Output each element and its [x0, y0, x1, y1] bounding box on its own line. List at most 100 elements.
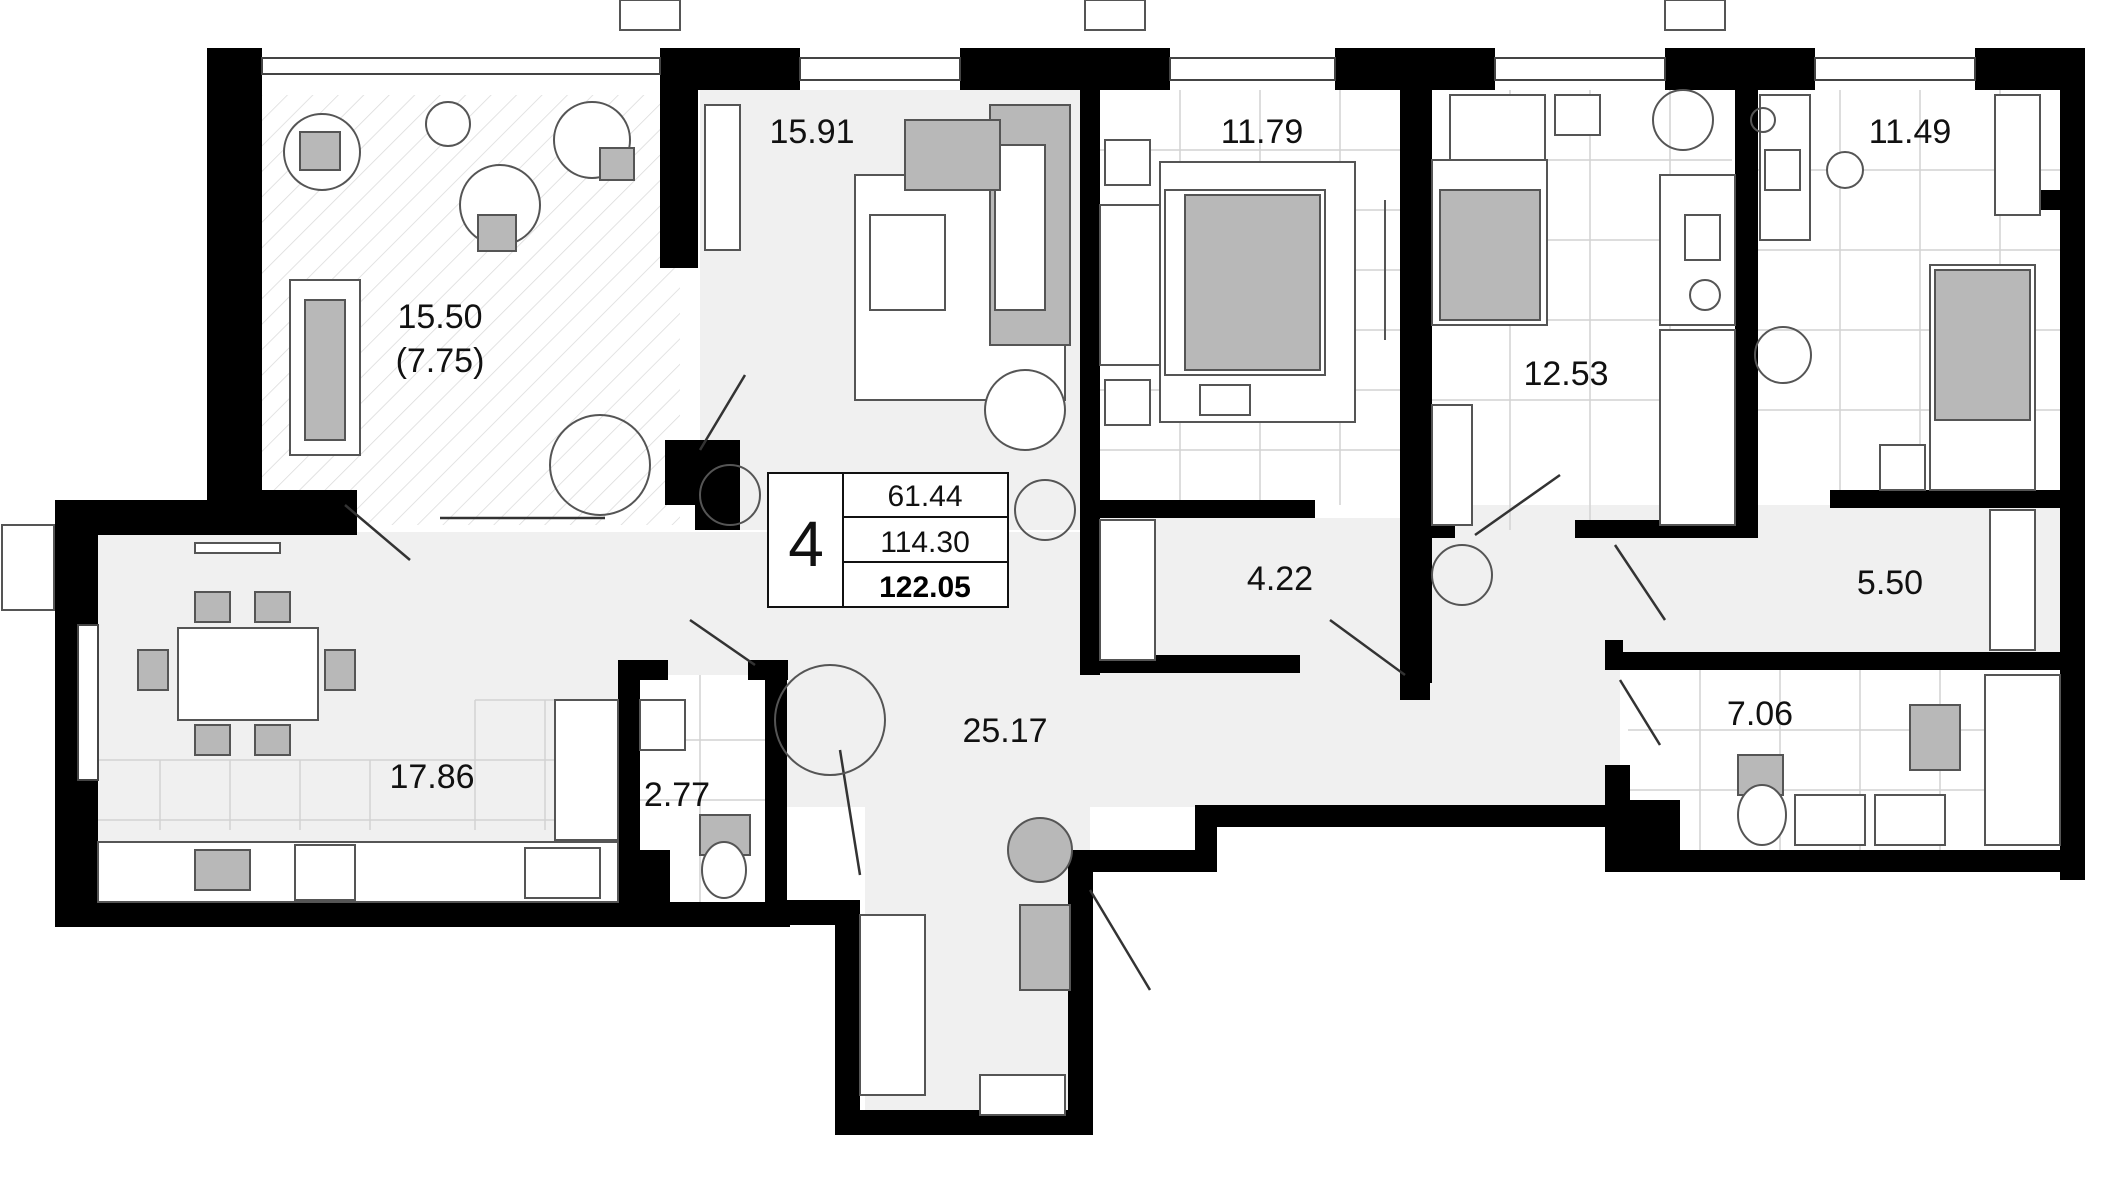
wall-bath-bottom: [1605, 850, 2085, 872]
room-area-hall: 25.17: [962, 712, 1047, 750]
window-outline-3: [1664, 0, 1726, 31]
wardrobe-icon: [1099, 519, 1156, 661]
door-kitchen: [689, 618, 756, 667]
area-summary: 4 61.44 114.30 122.05: [767, 472, 1009, 608]
kitchen-sink-icon: [524, 847, 601, 899]
room-area-kitchen: 17.86: [389, 758, 474, 796]
wall-closet2-left: [1605, 640, 1623, 670]
cutting-board-icon: [194, 849, 251, 891]
window-outline-4: [1, 524, 55, 611]
living-area: 61.44: [887, 480, 962, 513]
room-area-closet-2: 5.50: [1857, 564, 1923, 602]
treadmill-belt-icon: [304, 299, 346, 441]
wall-corridor-left: [835, 900, 860, 1135]
window-bed3: [1814, 57, 1976, 81]
window-bed1: [1169, 57, 1336, 81]
cushion-icon: [477, 214, 517, 252]
wall-bed1-bed2-lower: [1400, 640, 1430, 700]
total-area-with-balcony: 122.05: [879, 571, 971, 604]
cushion-icon: [599, 147, 635, 181]
wall-kitchen-bottom: [55, 902, 790, 927]
dining-chair-icon: [194, 591, 231, 623]
shelf-icon: [1431, 404, 1473, 526]
door-bath: [1618, 679, 1662, 746]
sofa-back-icon: [904, 119, 1001, 191]
wall-bed1-bed2: [1400, 48, 1432, 683]
wall-bath-column: [1625, 800, 1680, 850]
plant-icon: [699, 464, 761, 526]
bench-icon: [1019, 904, 1071, 991]
door-entrance: [1088, 889, 1152, 991]
window-outline-2: [1084, 0, 1146, 31]
bed-cover-icon: [1934, 269, 2031, 421]
door-bed2: [1474, 473, 1561, 537]
wall-right-step: [2035, 190, 2085, 210]
sink-icon: [1874, 794, 1946, 846]
plants: [549, 89, 1812, 776]
wall-living-bed1: [1080, 90, 1100, 675]
nightstand-icon: [1104, 139, 1151, 186]
wall-column: [665, 440, 695, 505]
wall-bed2-bed3: [1735, 48, 1758, 538]
fridge-icon: [554, 699, 619, 841]
plant-icon: [1754, 326, 1812, 384]
windows: [1, 0, 1976, 781]
wall-wc-left: [618, 660, 640, 905]
door-closet1: [1329, 618, 1406, 677]
door-closet2: [1613, 544, 1667, 621]
armchair-icon: [984, 369, 1066, 451]
slippers-icon: [1199, 384, 1251, 416]
dining-chair-icon: [194, 724, 231, 756]
room-area-wc: 2.77: [644, 776, 710, 814]
room-area-bathroom: 7.06: [1727, 695, 1793, 733]
tv-stand-icon: [704, 104, 741, 251]
plant-icon: [1689, 279, 1721, 311]
summary-box: [767, 472, 1009, 608]
wall-wc-inner: [630, 850, 670, 905]
wardrobe-icon: [1989, 509, 2036, 651]
plant-icon: [1652, 89, 1714, 151]
wall-hall-right-step3: [1090, 850, 1217, 872]
total-area: 114.30: [880, 526, 970, 559]
sofa-seat-icon: [994, 144, 1046, 311]
dining-chair-icon: [324, 649, 356, 691]
room-area-bedroom-2: 12.53: [1523, 355, 1608, 393]
wall-closet1-top: [1080, 500, 1315, 518]
doormat-icon: [979, 1074, 1066, 1116]
toilet-bowl-icon: [701, 841, 747, 899]
plant-icon: [1750, 107, 1776, 133]
wc-sink-icon: [639, 699, 686, 751]
table-icon: [425, 101, 471, 147]
dining-chair-icon: [254, 724, 291, 756]
wall-balcony-left: [207, 48, 262, 498]
plant-icon: [774, 664, 886, 776]
dining-table-icon: [177, 627, 319, 721]
window-bed2: [1494, 57, 1666, 81]
chair-icon: [1826, 151, 1864, 189]
bookshelf-icon: [1659, 329, 1736, 526]
pillow-icon: [1449, 94, 1546, 161]
window-balcony: [261, 57, 661, 75]
bathtub-icon: [1984, 674, 2061, 846]
doors: [344, 374, 1667, 991]
wall-wc-top-left: [618, 660, 668, 680]
laptop-icon: [1684, 214, 1721, 261]
wall-right-lower: [2060, 190, 2085, 880]
window-kitchen: [77, 624, 99, 781]
door-wc: [838, 749, 862, 876]
cushion-icon: [299, 131, 341, 171]
wall-living-left: [660, 48, 698, 268]
bed-cover-icon: [1184, 194, 1321, 371]
bath-mat-icon: [1909, 704, 1961, 771]
dining-chair-icon: [254, 591, 291, 623]
room-area-closet-1: 4.22: [1247, 560, 1313, 598]
window-living: [799, 57, 961, 81]
room-area-living: 15.91: [769, 113, 854, 151]
tv-icon: [194, 542, 281, 554]
door-balcony: [344, 504, 411, 561]
wall-closet2-bottom: [1605, 652, 2085, 670]
bed-cover-icon: [1439, 189, 1541, 321]
furniture: [97, 94, 2061, 1116]
plant-icon: [1014, 479, 1076, 541]
